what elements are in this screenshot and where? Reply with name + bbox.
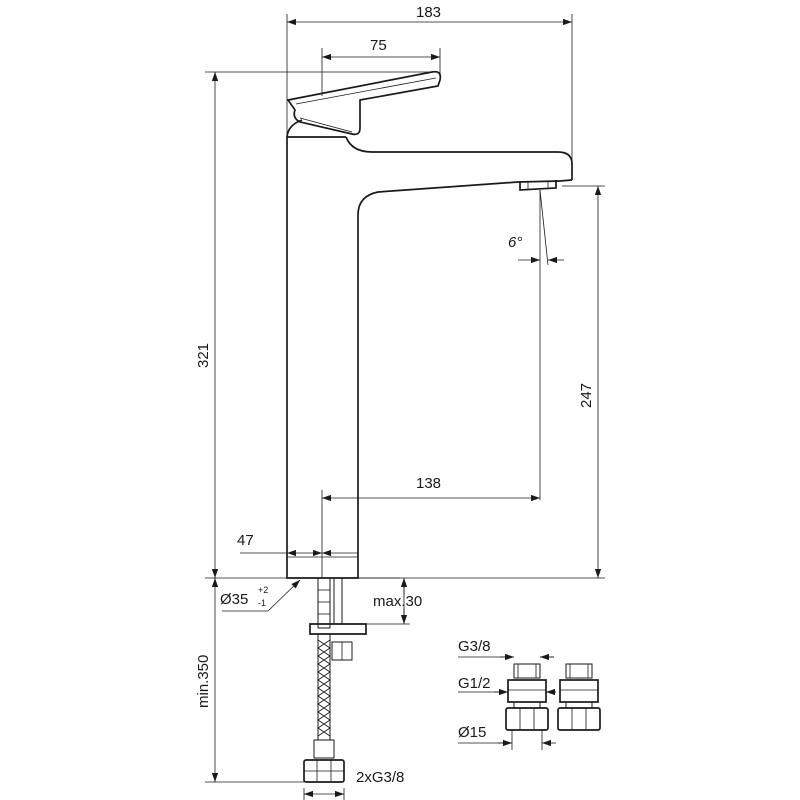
faucet-body xyxy=(286,119,573,579)
adapter-fitting-left xyxy=(505,663,549,731)
dim-connection-thread: 2xG3/8 xyxy=(303,769,404,800)
dim-total-height: 321 xyxy=(195,71,436,579)
dim-label-75: 75 xyxy=(370,37,387,54)
dim-label-hole: Ø35 xyxy=(220,591,248,608)
dim-adapter-pipe-diameter: Ø15 xyxy=(458,724,556,750)
dim-adapter-thread-mid: G1/2 xyxy=(458,675,556,696)
adapter-label-d15: Ø15 xyxy=(458,724,486,741)
dim-body-offset: 47 xyxy=(237,532,358,557)
dim-min-hose-length: min.350 xyxy=(195,578,304,783)
dim-spout-projection: 138 xyxy=(321,475,540,578)
dim-label-6deg: 6° xyxy=(508,234,522,251)
dim-tol-lower: -1 xyxy=(258,598,266,608)
dim-handle-reach: 75 xyxy=(321,37,441,96)
adapter-label-g12: G1/2 xyxy=(458,675,491,692)
dim-label-247: 247 xyxy=(578,383,595,408)
dim-label-138: 138 xyxy=(416,475,441,492)
dim-max-deck-thickness: max.30 xyxy=(366,578,422,625)
dim-spout-angle: 6° xyxy=(508,189,564,500)
mounting-assembly xyxy=(287,577,400,783)
adapter-fitting-right xyxy=(557,663,601,731)
dim-label-183: 183 xyxy=(416,4,441,21)
dim-label-47: 47 xyxy=(237,532,254,549)
dim-tol-upper: +2 xyxy=(258,585,268,595)
dim-hole-diameter: Ø35 +2 -1 xyxy=(220,579,301,612)
dim-label-min350: min.350 xyxy=(195,655,212,708)
dim-label-2xg38: 2xG3/8 xyxy=(356,769,404,786)
dim-total-length: 183 xyxy=(286,4,573,164)
dim-label-max30: max.30 xyxy=(373,593,422,610)
dim-adapter-thread-top: G3/8 xyxy=(458,638,554,661)
lever-handle xyxy=(286,70,442,136)
dim-spout-height: 247 xyxy=(358,185,605,579)
dim-label-321: 321 xyxy=(195,343,212,368)
adapter-label-g38: G3/8 xyxy=(458,638,491,655)
